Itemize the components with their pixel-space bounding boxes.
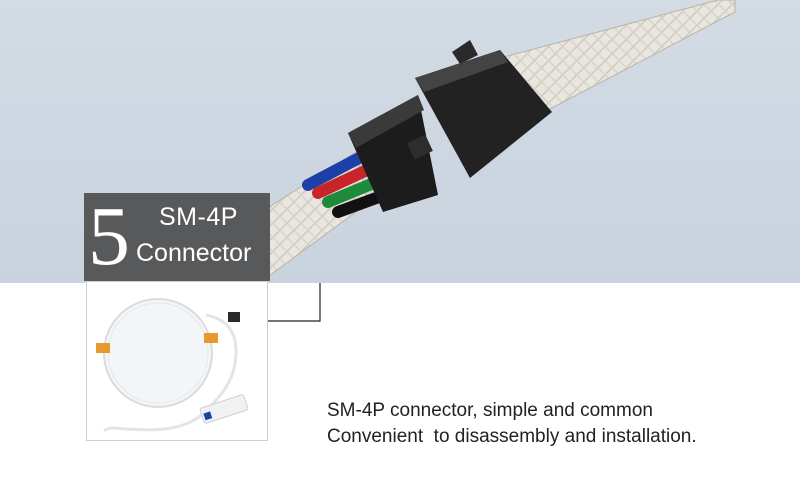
panel-light xyxy=(103,298,213,408)
feature-badge: 5 SM-4P Connector xyxy=(84,190,270,283)
panel-light-inset xyxy=(86,281,268,441)
inset-connector xyxy=(228,312,240,322)
feature-title-line1: SM-4P xyxy=(159,203,238,231)
description: SM-4P connector, simple and common Conve… xyxy=(327,398,787,450)
description-line2: Convenient to disassembly and installati… xyxy=(327,426,697,447)
spring-clip-left xyxy=(96,343,110,353)
spring-clip-right xyxy=(204,333,218,343)
description-line1: SM-4P connector, simple and common xyxy=(327,400,653,421)
connector-latch xyxy=(452,40,478,64)
feature-number: 5 xyxy=(88,190,130,283)
feature-title-line2: Connector xyxy=(136,239,252,267)
led-driver xyxy=(199,394,249,424)
